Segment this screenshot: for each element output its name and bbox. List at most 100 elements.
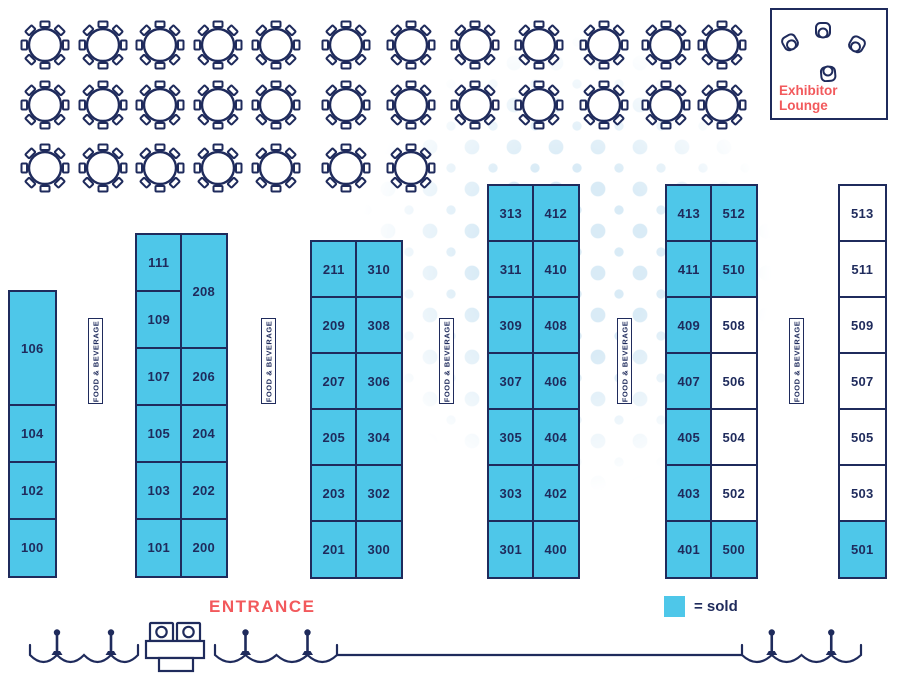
booth-504[interactable]: 504	[710, 408, 758, 467]
booth-404[interactable]: 404	[532, 408, 580, 467]
booth-201[interactable]: 201	[310, 520, 358, 579]
booth-513[interactable]: 513	[838, 184, 887, 243]
booth-309[interactable]: 309	[487, 296, 535, 355]
booth-508[interactable]: 508	[710, 296, 758, 355]
booth-202[interactable]: 202	[180, 461, 228, 521]
round-table-icon	[251, 80, 301, 130]
booth-310[interactable]: 310	[355, 240, 403, 299]
exhibitor-lounge-label: Exhibitor Lounge	[779, 82, 838, 113]
registration-desk-icon	[144, 621, 206, 673]
booth-402[interactable]: 402	[532, 464, 580, 523]
booth-304[interactable]: 304	[355, 408, 403, 467]
booth-500[interactable]: 500	[710, 520, 758, 579]
booth-511[interactable]: 511	[838, 240, 887, 299]
booth-505[interactable]: 505	[838, 408, 887, 467]
booth-510[interactable]: 510	[710, 240, 758, 299]
round-table-icon	[514, 20, 564, 70]
booth-303[interactable]: 303	[487, 464, 535, 523]
booth-507[interactable]: 507	[838, 352, 887, 411]
round-table-icon	[193, 143, 243, 193]
booth-106[interactable]: 106	[8, 290, 57, 407]
round-table-icon	[193, 20, 243, 70]
booth-301[interactable]: 301	[487, 520, 535, 579]
drape-swag	[213, 643, 339, 664]
booth-512[interactable]: 512	[710, 184, 758, 243]
booth-107[interactable]: 107	[135, 347, 183, 407]
round-table-icon	[251, 20, 301, 70]
booth-103[interactable]: 103	[135, 461, 183, 521]
booth-502[interactable]: 502	[710, 464, 758, 523]
booth-102[interactable]: 102	[8, 461, 57, 521]
lounge-chair-icon	[815, 22, 831, 39]
entrance-wall-decoration	[28, 621, 863, 673]
drape-swag	[28, 643, 140, 664]
booth-305[interactable]: 305	[487, 408, 535, 467]
booth-101[interactable]: 101	[135, 518, 183, 578]
booth-207[interactable]: 207	[310, 352, 358, 411]
booth-307[interactable]: 307	[487, 352, 535, 411]
booth-403[interactable]: 403	[665, 464, 713, 523]
stanchions-group	[51, 629, 837, 655]
booth-413[interactable]: 413	[665, 184, 713, 243]
booth-409[interactable]: 409	[665, 296, 713, 355]
booth-408[interactable]: 408	[532, 296, 580, 355]
round-table-icon	[321, 20, 371, 70]
booth-411[interactable]: 411	[665, 240, 713, 299]
round-table-icon	[321, 80, 371, 130]
booth-410[interactable]: 410	[532, 240, 580, 299]
food-beverage-label: FOOD & BEVERAGE	[264, 320, 273, 402]
booth-503[interactable]: 503	[838, 464, 887, 523]
lounge-chair-icon	[848, 35, 866, 54]
food-beverage-station: FOOD & BEVERAGE	[617, 318, 632, 404]
booth-308[interactable]: 308	[355, 296, 403, 355]
food-beverage-station: FOOD & BEVERAGE	[88, 318, 103, 404]
round-table-icon	[641, 80, 691, 130]
round-table-icon	[193, 80, 243, 130]
booth-313[interactable]: 313	[487, 184, 535, 243]
round-table-icon	[251, 143, 301, 193]
booth-306[interactable]: 306	[355, 352, 403, 411]
booth-109[interactable]: 109	[135, 290, 183, 350]
round-table-icon	[386, 143, 436, 193]
stanchion-icon	[825, 629, 837, 655]
booth-311[interactable]: 311	[487, 240, 535, 299]
round-table-icon	[78, 20, 128, 70]
booth-111[interactable]: 111	[135, 233, 183, 293]
booth-204[interactable]: 204	[180, 404, 228, 464]
booth-501[interactable]: 501	[838, 520, 887, 579]
round-table-icon	[386, 20, 436, 70]
booth-205[interactable]: 205	[310, 408, 358, 467]
booth-100[interactable]: 100	[8, 518, 57, 578]
booth-203[interactable]: 203	[310, 464, 358, 523]
round-table-icon	[78, 143, 128, 193]
booth-509[interactable]: 509	[838, 296, 887, 355]
round-table-icon	[135, 20, 185, 70]
stanchion-icon	[105, 629, 117, 655]
booth-105[interactable]: 105	[135, 404, 183, 464]
booth-209[interactable]: 209	[310, 296, 358, 355]
food-beverage-label: FOOD & BEVERAGE	[91, 320, 100, 402]
booth-405[interactable]: 405	[665, 408, 713, 467]
booth-300[interactable]: 300	[355, 520, 403, 579]
booth-412[interactable]: 412	[532, 184, 580, 243]
round-table-icon	[135, 80, 185, 130]
booth-407[interactable]: 407	[665, 352, 713, 411]
lounge-chair-icon	[819, 65, 837, 83]
food-beverage-label: FOOD & BEVERAGE	[792, 320, 801, 402]
entrance-label: ENTRANCE	[209, 597, 316, 616]
booth-406[interactable]: 406	[532, 352, 580, 411]
drape-swag	[740, 643, 863, 664]
round-table-icon	[20, 143, 70, 193]
food-beverage-station: FOOD & BEVERAGE	[789, 318, 804, 404]
booth-104[interactable]: 104	[8, 404, 57, 464]
booth-506[interactable]: 506	[710, 352, 758, 411]
booth-401[interactable]: 401	[665, 520, 713, 579]
booth-200[interactable]: 200	[180, 518, 228, 578]
booth-211[interactable]: 211	[310, 240, 358, 299]
booth-208[interactable]: 208	[180, 233, 228, 350]
booth-400[interactable]: 400	[532, 520, 580, 579]
booth-302[interactable]: 302	[355, 464, 403, 523]
legend: = sold	[664, 596, 738, 617]
booth-206[interactable]: 206	[180, 347, 228, 407]
